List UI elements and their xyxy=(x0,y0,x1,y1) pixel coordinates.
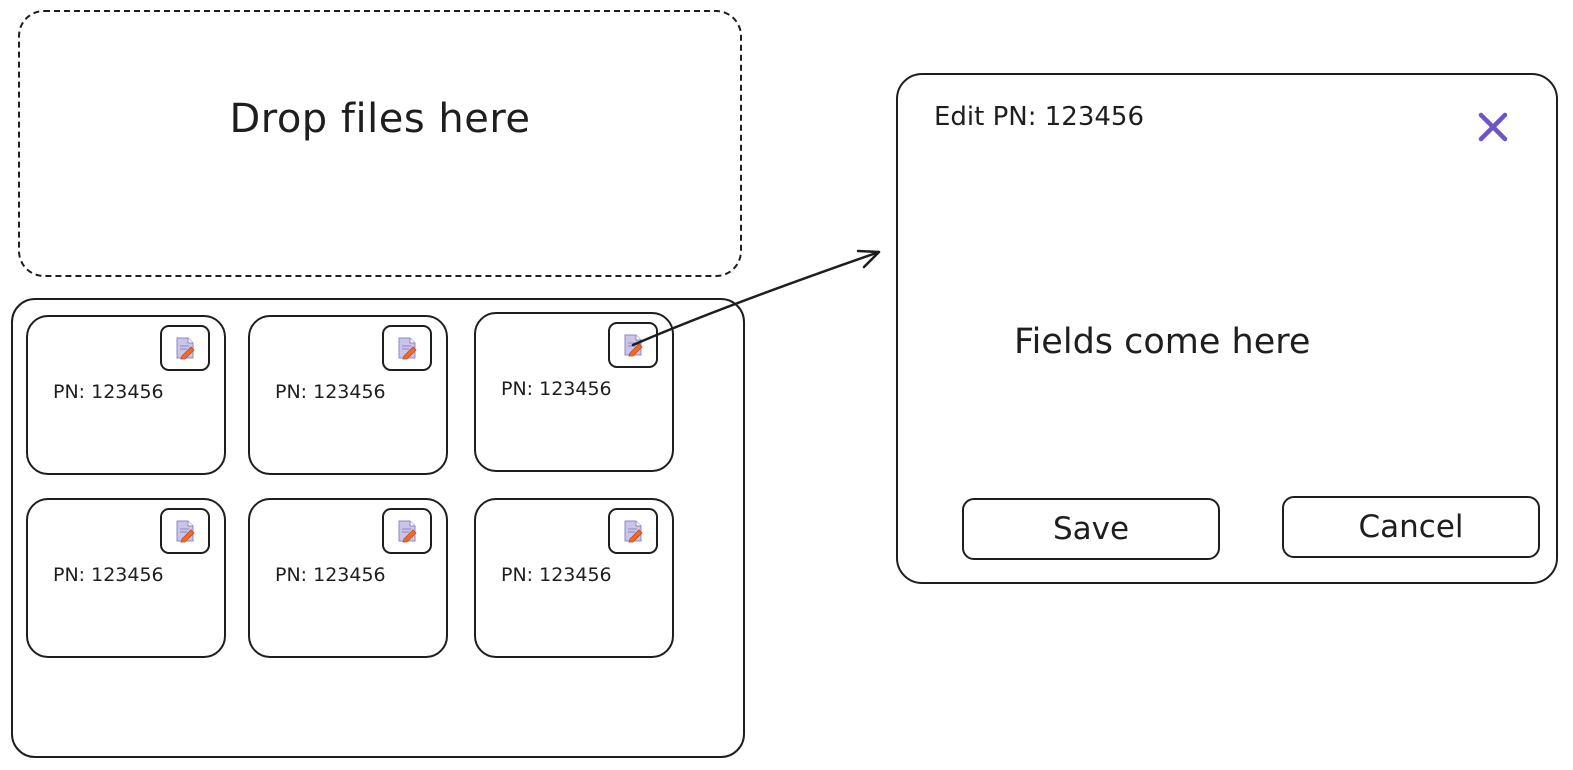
edit-document-icon xyxy=(174,519,196,543)
part-number-label: PN: 123456 xyxy=(275,564,386,586)
edit-button[interactable] xyxy=(608,322,658,368)
edit-document-icon xyxy=(396,336,418,360)
file-drop-zone[interactable]: Drop files here xyxy=(18,10,742,277)
part-card: PN: 123456 xyxy=(248,315,448,475)
edit-button[interactable] xyxy=(608,508,658,554)
edit-document-icon xyxy=(622,333,644,357)
save-button[interactable]: Save xyxy=(962,498,1220,560)
edit-button[interactable] xyxy=(160,325,210,371)
part-number-label: PN: 123456 xyxy=(501,564,612,586)
edit-document-icon xyxy=(622,519,644,543)
part-number-label: PN: 123456 xyxy=(275,381,386,403)
part-card: PN: 123456 xyxy=(26,498,226,658)
drop-zone-label: Drop files here xyxy=(229,96,531,142)
parts-grid-panel: PN: 123456 PN: 123456 PN: 123456 PN: 123… xyxy=(11,298,745,758)
cancel-button[interactable]: Cancel xyxy=(1282,496,1540,558)
part-card: PN: 123456 xyxy=(248,498,448,658)
edit-document-icon xyxy=(174,336,196,360)
fields-placeholder: Fields come here xyxy=(1014,322,1311,362)
close-icon xyxy=(1476,110,1510,148)
part-number-label: PN: 123456 xyxy=(53,564,164,586)
edit-button[interactable] xyxy=(160,508,210,554)
part-number-label: PN: 123456 xyxy=(501,378,612,400)
close-button[interactable] xyxy=(1473,109,1513,149)
part-number-label: PN: 123456 xyxy=(53,381,164,403)
part-card: PN: 123456 xyxy=(26,315,226,475)
part-card: PN: 123456 xyxy=(474,312,674,472)
edit-button[interactable] xyxy=(382,325,432,371)
part-card: PN: 123456 xyxy=(474,498,674,658)
edit-document-icon xyxy=(396,519,418,543)
dialog-title: Edit PN: 123456 xyxy=(934,102,1145,132)
edit-button[interactable] xyxy=(382,508,432,554)
edit-dialog: Edit PN: 123456 Fields come here Save Ca… xyxy=(896,73,1558,584)
